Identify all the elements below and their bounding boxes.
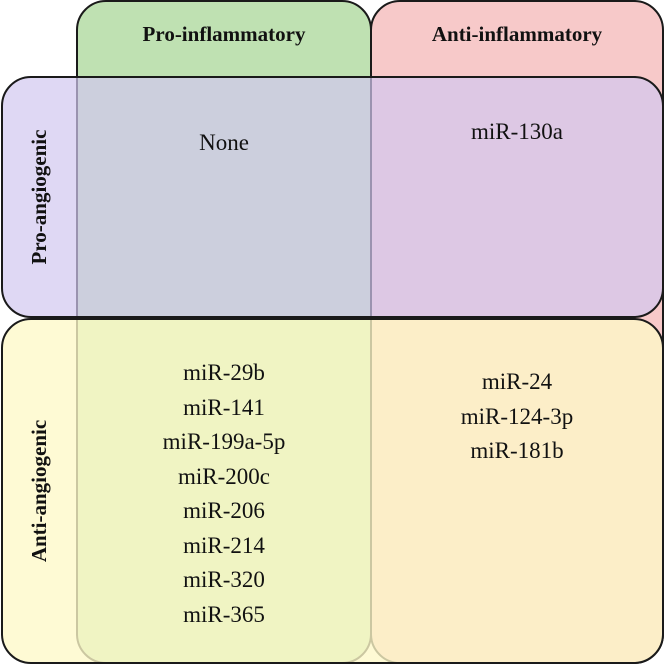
mirna-label: miR-200c xyxy=(178,463,270,489)
pro-inflammatory-heading: Pro-inflammatory xyxy=(142,22,306,46)
cell-pro-angiogenic-pro-inflammatory: None xyxy=(76,126,372,161)
mirna-label: miR-24 xyxy=(481,369,553,394)
mirna-label: None xyxy=(199,130,249,155)
mirna-label: miR-124-3p xyxy=(460,403,574,429)
cell-pro-angiogenic-anti-inflammatory: miR-130a xyxy=(370,115,664,150)
mirna-label: miR-214 xyxy=(183,532,265,558)
mirna-label: miR-365 xyxy=(183,601,265,627)
anti-angiogenic-heading: Anti-angiogenic xyxy=(27,419,51,563)
pro-angiogenic-heading: Pro-angiogenic xyxy=(27,129,51,265)
pro-angiogenic-row xyxy=(1,76,664,318)
anti-angiogenic-row xyxy=(1,318,664,664)
mirna-label: miR-141 xyxy=(183,394,265,420)
mirna-label: miR-130a xyxy=(471,119,563,144)
anti-inflammatory-heading: Anti-inflammatory xyxy=(431,22,603,46)
cell-anti-angiogenic-anti-inflammatory: miR-24 miR-124-3p miR-181b xyxy=(370,365,664,469)
mirna-label: miR-206 xyxy=(183,498,265,523)
mirna-label: miR-29b xyxy=(183,360,265,385)
mirna-label: miR-199a-5p xyxy=(162,429,286,454)
mirna-label: miR-181b xyxy=(470,438,564,463)
cell-anti-angiogenic-pro-inflammatory: miR-29b miR-141 miR-199a-5p miR-200c miR… xyxy=(76,356,372,632)
mirna-label: miR-320 xyxy=(183,567,265,592)
